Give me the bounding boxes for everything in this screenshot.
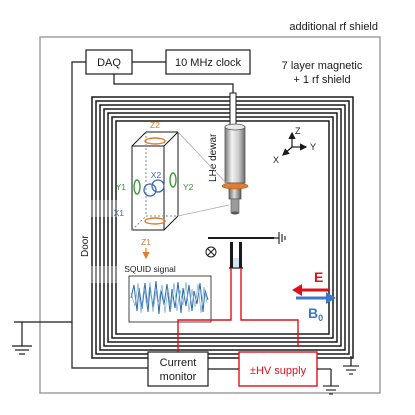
coil-y2 xyxy=(169,172,177,188)
outer-rf-shield xyxy=(39,36,381,394)
coil-y1-label: Y1 xyxy=(116,182,127,192)
door-label: Door xyxy=(80,235,91,257)
coil-y1 xyxy=(133,179,141,195)
efield-arrow-head xyxy=(292,284,302,296)
current-monitor-label-line1: Current xyxy=(160,357,197,369)
coil-x2 xyxy=(151,179,165,193)
daq-ground-wire xyxy=(40,61,86,323)
coordinate-axes xyxy=(282,131,308,156)
out-of-plane-cross-b xyxy=(207,248,215,256)
dewar-feedthrough xyxy=(229,92,237,130)
coil-y2-label: Y2 xyxy=(183,182,194,192)
coil-z1 xyxy=(144,217,166,225)
coil-z2-label: Z2 xyxy=(150,120,160,130)
axis-z-label: Z xyxy=(295,126,301,136)
ground-symbol-hv xyxy=(323,385,339,395)
probe-end xyxy=(231,211,239,215)
coil-z2 xyxy=(144,137,166,145)
ground-symbol-shield xyxy=(343,365,359,375)
clock-box xyxy=(165,49,251,75)
dewar-label: LHe dewar xyxy=(208,133,219,182)
out-of-plane-icon xyxy=(205,246,217,258)
door-edges xyxy=(91,200,117,283)
daq-dewar-cable xyxy=(113,74,234,126)
hv-supply-label: ±HV supply xyxy=(250,365,307,377)
coil-z1-label: Z1 xyxy=(141,237,151,247)
electrode-left xyxy=(230,242,233,268)
inner-shield-label-line1: 7 layer magnetic xyxy=(282,60,363,72)
daq-current-monitor-wire xyxy=(71,322,148,369)
hv-wire-right xyxy=(240,268,299,347)
lhe-dewar-top xyxy=(224,123,246,131)
hv-wire-left xyxy=(177,268,232,355)
bfield-label-sub: 0 xyxy=(318,313,323,323)
bfield-label-main: B xyxy=(308,305,318,321)
bfield-label: B0 xyxy=(308,305,323,323)
bfield-arrow-head xyxy=(326,292,336,304)
electrode-right xyxy=(239,242,242,268)
daq-box xyxy=(85,49,133,75)
zoom-line-top xyxy=(177,131,230,187)
hv-supply-box xyxy=(238,351,318,387)
clock-label: 10 MHz clock xyxy=(175,57,242,69)
daq-label: DAQ xyxy=(97,57,121,69)
squid-signal-box xyxy=(128,275,212,323)
current-monitor-label-line2: monitor xyxy=(160,371,197,383)
coil-x1-label: X1 xyxy=(114,208,125,218)
squid-signal-label: SQUID signal xyxy=(124,264,176,274)
lhe-dewar-body xyxy=(224,126,246,184)
current-monitor-box xyxy=(147,351,209,387)
ground-symbol-plate xyxy=(278,232,286,244)
outer-shield-label: additional rf shield xyxy=(289,21,378,33)
ground-symbol-left xyxy=(12,345,32,355)
efield-label: E xyxy=(314,269,323,285)
squid-signal-trace xyxy=(130,280,209,315)
cell-fluid xyxy=(233,258,239,267)
coil-x1 xyxy=(143,183,157,197)
squid-signal-trace-secondary xyxy=(130,281,208,314)
coil-x2-label: X2 xyxy=(151,170,162,180)
dewar-orange-plate xyxy=(221,182,249,190)
squid-sensor-probe xyxy=(230,198,240,214)
inner-shield-label-line2: + 1 rf shield xyxy=(293,74,350,86)
axis-x-label: X xyxy=(273,155,279,165)
zoom-line-bottom xyxy=(177,204,230,217)
axis-y-label: Y xyxy=(310,142,316,152)
